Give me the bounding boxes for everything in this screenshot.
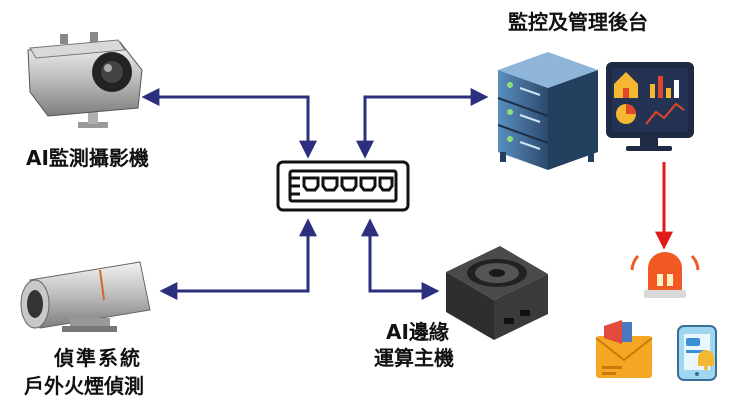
edge-compute-box-icon: [446, 246, 548, 340]
detector-label-line1: 偵準系統: [54, 346, 142, 370]
email-alert-icon: [595, 320, 653, 378]
server-rack-icon: [497, 52, 598, 170]
ai-camera-label: AI監測攝影機: [26, 146, 149, 170]
explosion-proof-camera-icon: [20, 261, 151, 332]
dashboard-monitor-icon: [606, 62, 694, 151]
edge-device-label-line1: AI邊緣: [386, 320, 449, 344]
alarm-siren-icon: [630, 252, 700, 298]
security-camera-icon: [27, 32, 143, 128]
connector-camera: [141, 88, 317, 159]
phone-notification-icon: [677, 325, 717, 381]
network-switch-icon: [276, 160, 410, 212]
detector-label-line2: 戶外火煙偵測: [24, 374, 144, 398]
connector-lines: [141, 88, 489, 300]
connector-detector: [159, 218, 317, 300]
connector-server: [356, 88, 489, 159]
connector-edge: [361, 218, 440, 300]
edge-device-label-line2: 運算主機: [374, 346, 454, 370]
backend-label: 監控及管理後台: [508, 10, 648, 34]
